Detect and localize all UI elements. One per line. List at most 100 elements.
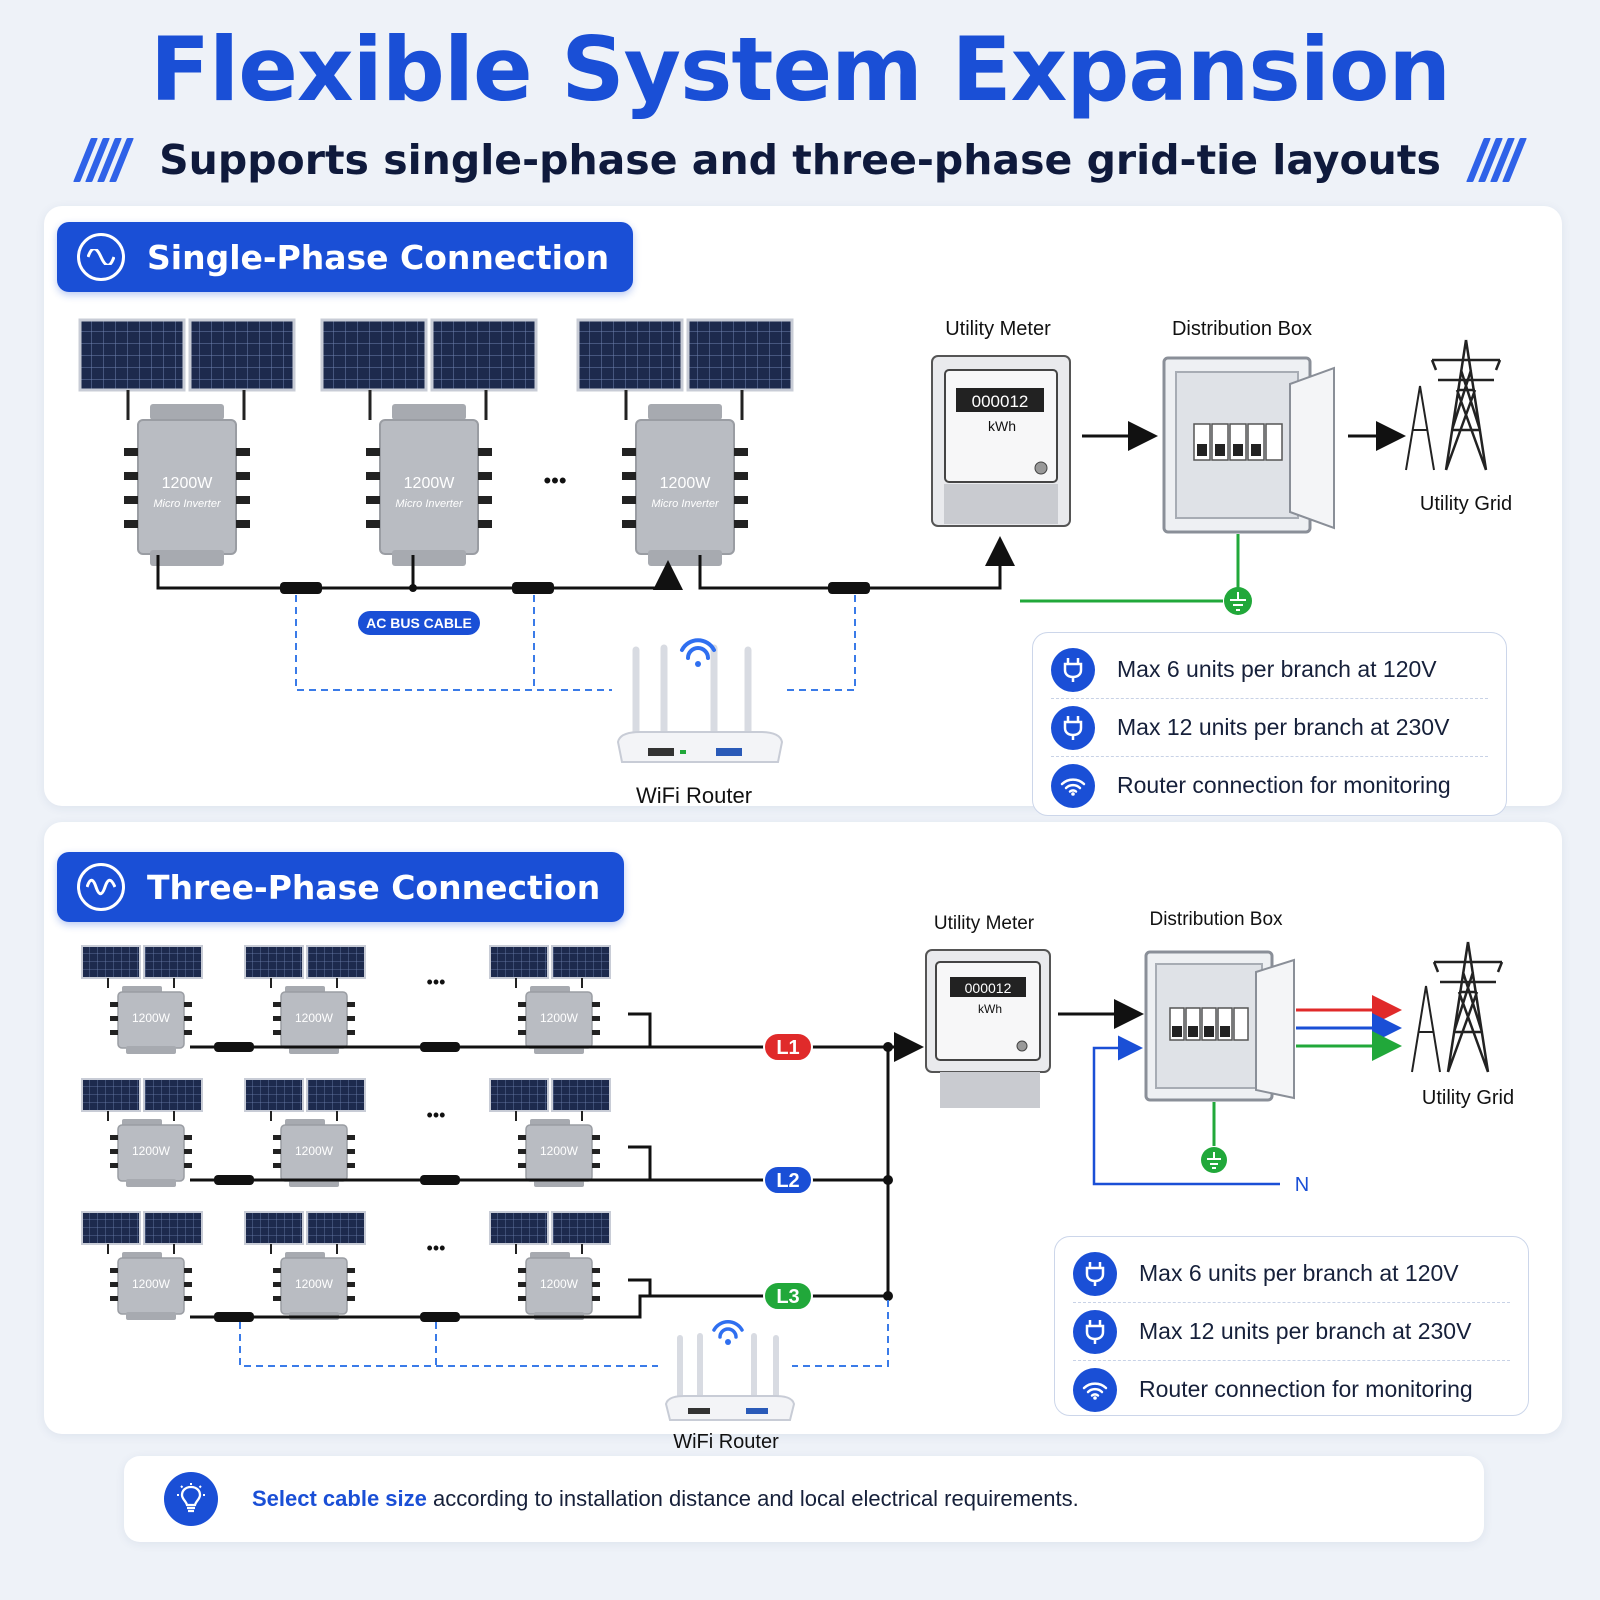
solar-unit-r1-1 xyxy=(81,945,203,1055)
note-row: Max 6 units per branch at 120V xyxy=(1051,641,1488,699)
monitoring-link xyxy=(239,1300,889,1367)
three-phase-notes: Max 6 units per branch at 120V Max 12 un… xyxy=(1054,1236,1529,1416)
note-text: Router connection for monitoring xyxy=(1117,772,1451,798)
ground-icon xyxy=(1224,587,1252,615)
inverter-power-label: 1200W xyxy=(132,1011,171,1025)
solar-unit-2 xyxy=(320,318,538,568)
inverter-name-label: Micro Inverter xyxy=(153,498,222,510)
note-text: Max 12 units per branch at 230V xyxy=(1139,1318,1472,1344)
single-phase-notes: Max 6 units per branch at 120V Max 12 un… xyxy=(1032,632,1507,816)
inverter-power-label: 1200W xyxy=(540,1277,579,1291)
phase-label-l1: L1 xyxy=(776,1037,799,1059)
more-units-ellipsis: ••• xyxy=(427,972,446,992)
inverter-power-label: 1200W xyxy=(540,1144,579,1158)
note-row: Router connection for monitoring xyxy=(1051,757,1488,814)
grid-label: Utility Grid xyxy=(1420,493,1512,515)
ac-bus-label: AC BUS CABLE xyxy=(366,615,472,631)
note-row: Router connection for monitoring xyxy=(1073,1361,1510,1418)
phase-label-l3: L3 xyxy=(776,1286,799,1308)
meter-unit: kWh xyxy=(988,418,1016,434)
note-text: Router connection for monitoring xyxy=(1139,1376,1473,1402)
footer-tip: Select cable size according to installat… xyxy=(124,1456,1484,1542)
three-phase-title: Three-Phase Connection xyxy=(147,867,601,907)
footer-text: Select cable size according to installat… xyxy=(252,1486,1079,1512)
neutral-line xyxy=(1092,1035,1280,1186)
three-phase-heading: Three-Phase Connection xyxy=(57,852,625,922)
solar-unit-r1-2 xyxy=(244,945,366,1055)
wifi-icon xyxy=(1051,763,1095,808)
wifi-icon xyxy=(1073,1367,1117,1412)
inverter-name-label: Micro Inverter xyxy=(395,498,464,510)
more-units-ellipsis: ••• xyxy=(427,1105,446,1125)
box-label: Distribution Box xyxy=(1149,909,1283,930)
lightbulb-icon xyxy=(164,1472,218,1526)
inverter-power-label: 1200W xyxy=(660,475,712,492)
subtitle-row: Supports single-phase and three-phase gr… xyxy=(0,130,1600,190)
more-units-ellipsis: ••• xyxy=(427,1238,446,1258)
distribution-box xyxy=(1162,356,1335,534)
more-units-ellipsis: ••• xyxy=(543,468,566,493)
single-phase-diagram: 1200W Micro Inverter 1200W Micro Inverte… xyxy=(78,318,1512,808)
utility-meter xyxy=(925,949,1051,1108)
inverter-power-label: 1200W xyxy=(295,1277,334,1291)
grid-label: Utility Grid xyxy=(1422,1087,1514,1109)
footer-highlight: Select cable size xyxy=(252,1486,427,1511)
solar-unit-r3-1 xyxy=(81,1211,203,1321)
wifi-signal-icon xyxy=(712,1320,744,1339)
triple-wave-icon xyxy=(77,863,125,911)
phase-badge-l2 xyxy=(763,1165,813,1195)
inverter-power-label: 1200W xyxy=(132,1144,171,1158)
page-title: Flexible System Expansion xyxy=(149,18,1451,121)
inverter-power-label: 1200W xyxy=(132,1277,171,1291)
inverter-power-label: 1200W xyxy=(540,1011,579,1025)
plug-icon xyxy=(1073,1251,1117,1296)
power-tower-icon xyxy=(1432,940,1504,1074)
plug-icon xyxy=(1051,647,1095,692)
router-label: WiFi Router xyxy=(673,1431,779,1453)
neutral-label: N xyxy=(1295,1174,1309,1196)
inverter-name-label: Micro Inverter xyxy=(651,498,720,510)
solar-unit-r3-2 xyxy=(244,1211,366,1321)
wifi-signal-icon xyxy=(680,638,716,660)
solar-unit-r2-1 xyxy=(81,1078,203,1188)
ground-icon xyxy=(1201,1147,1227,1173)
router-label: WiFi Router xyxy=(636,783,752,808)
footer-body: according to installation distance and l… xyxy=(426,1486,1079,1511)
plug-icon xyxy=(1051,705,1095,750)
solar-unit-r2-2 xyxy=(244,1078,366,1188)
solar-unit-r2-3 xyxy=(489,1078,611,1188)
wifi-router xyxy=(616,638,784,763)
solar-unit-r3-3 xyxy=(489,1211,611,1321)
meter-unit: kWh xyxy=(978,1002,1002,1016)
distribution-box xyxy=(1144,950,1295,1102)
solar-unit-3 xyxy=(576,318,794,568)
single-phase-title: Single-Phase Connection xyxy=(147,237,610,277)
box-label: Distribution Box xyxy=(1172,318,1312,340)
meter-reading: 000012 xyxy=(965,980,1012,996)
solar-unit-r1-3 xyxy=(489,945,611,1055)
solar-unit-1 xyxy=(78,318,296,568)
page-subtitle: Supports single-phase and three-phase gr… xyxy=(159,136,1441,184)
sine-wave-icon xyxy=(77,233,125,281)
inverter-power-label: 1200W xyxy=(404,475,456,492)
ac-bus-badge xyxy=(358,611,480,635)
plug-icon xyxy=(1073,1309,1117,1354)
phase-badge-l3 xyxy=(763,1281,813,1311)
meter-label: Utility Meter xyxy=(934,913,1035,934)
meter-label: Utility Meter xyxy=(945,318,1051,340)
utility-meter xyxy=(931,355,1071,527)
note-row: Max 12 units per branch at 230V xyxy=(1073,1303,1510,1361)
note-row: Max 6 units per branch at 120V xyxy=(1073,1245,1510,1303)
phase-badge-l1 xyxy=(763,1032,813,1062)
note-text: Max 6 units per branch at 120V xyxy=(1139,1260,1459,1286)
single-phase-heading: Single-Phase Connection xyxy=(57,222,634,292)
wifi-router xyxy=(664,1320,796,1421)
inverter-power-label: 1200W xyxy=(295,1144,334,1158)
note-text: Max 6 units per branch at 120V xyxy=(1117,656,1437,682)
inverter-power-label: 1200W xyxy=(162,475,214,492)
inverter-power-label: 1200W xyxy=(295,1011,334,1025)
note-text: Max 12 units per branch at 230V xyxy=(1117,714,1450,740)
three-phase-diagram: 1200W 1200W 1200W 1200W 1200W 1200W 1200… xyxy=(81,909,1514,1453)
phase-label-l2: L2 xyxy=(776,1170,799,1192)
